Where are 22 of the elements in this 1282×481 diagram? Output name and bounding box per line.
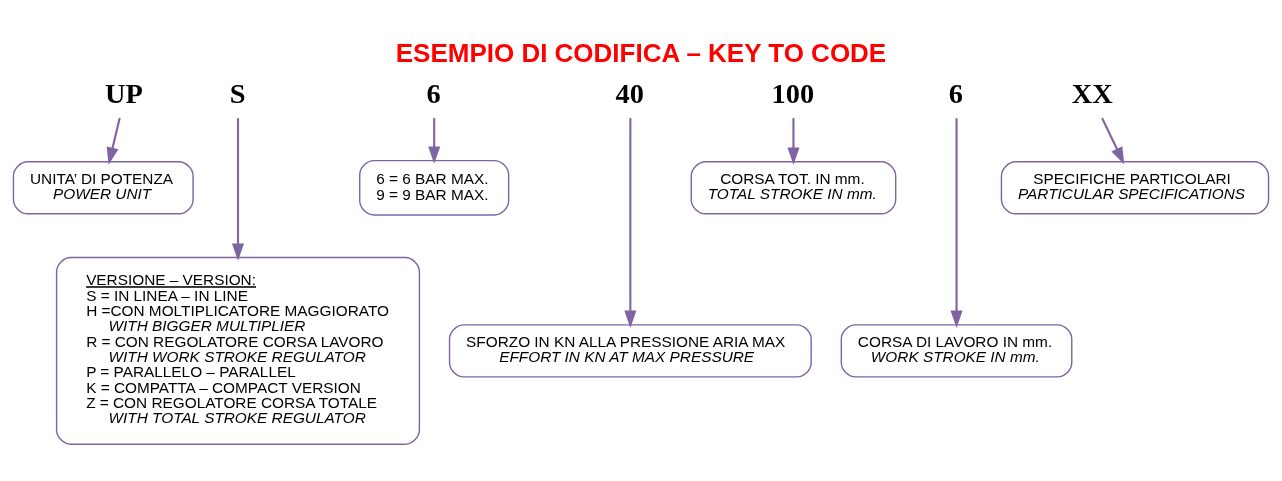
arrow bbox=[428, 117, 441, 164]
arrow bbox=[950, 117, 963, 328]
arrow bbox=[106, 117, 121, 165]
node-box: SPECIFICHE PARTICOLARI PARTICULAR SPECIFICATIONS bbox=[1000, 160, 1270, 215]
node-text: 6 bbox=[948, 77, 964, 109]
node-text: S bbox=[229, 77, 246, 109]
node-box: 6 = 6 BAR MAX. 9 = 9 BAR MAX. bbox=[359, 159, 510, 216]
diagram-title: ESEMPIO DI CODIFICA – KEY TO CODE bbox=[395, 37, 887, 68]
arrow bbox=[787, 117, 800, 165]
node-text: UP bbox=[105, 77, 143, 109]
arrow bbox=[231, 117, 245, 261]
node-box: UNITA’ DI POTENZA POWER UNIT bbox=[12, 160, 194, 215]
arrow bbox=[624, 117, 637, 328]
node-box: VERSIONE – VERSION: S = IN LINEA – IN LINE H =CON MOLTIPLICATORE MAGGIORATO WITH BIGGER MULTIPLIER R = CON REGOLATORE CORSA LAVORO WITH WORK STROKE REGULATOR P = PARALLELO – PARALLEL K = COMPATTA – COMPACT VERSION Z = CON REGOLATORE CORSA TOTALE WITH TOTAL STROKE REGULATOR bbox=[55, 256, 421, 445]
node-text: XX bbox=[1071, 77, 1113, 109]
node-box: SFORZO IN KN ALLA PRESSIONE ARIA MAX EFFORT IN KN AT MAX PRESSURE bbox=[448, 323, 812, 378]
node-box: CORSA DI LAVORO IN mm. WORK STROKE IN mm. bbox=[840, 323, 1073, 378]
arrow bbox=[1101, 117, 1125, 164]
node-text: 40 bbox=[615, 77, 644, 109]
node-box: CORSA TOT. IN mm. TOTAL STROKE IN mm. bbox=[690, 160, 897, 215]
node-text: 100 bbox=[771, 77, 815, 109]
node-text: 6 bbox=[426, 77, 441, 109]
